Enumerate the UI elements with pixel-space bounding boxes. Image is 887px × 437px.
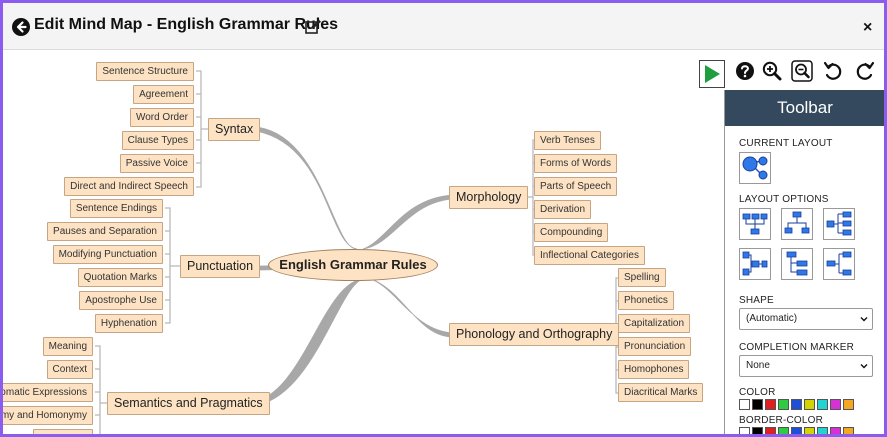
leaf-node[interactable]: Direct and Indirect Speech — [64, 177, 194, 196]
leaf-node[interactable]: Compounding — [534, 223, 609, 242]
current-layout-button[interactable] — [739, 152, 771, 184]
color-swatch[interactable] — [752, 399, 763, 410]
layout-right-icon — [826, 211, 852, 236]
leaf-node[interactable]: Forms of Words — [534, 154, 617, 173]
leaf-node[interactable]: Quotation Marks — [77, 268, 163, 287]
layout-options-label: LAYOUT OPTIONS — [739, 194, 829, 205]
border-color-swatches — [739, 427, 856, 434]
leaf-node[interactable]: Passive Voice — [119, 154, 194, 173]
leaf-node[interactable] — [33, 429, 93, 434]
mindmap-layout-icon — [742, 156, 768, 180]
shape-select[interactable]: (Automatic) — [739, 308, 873, 330]
branch-node-morphology[interactable]: Morphology — [449, 186, 529, 209]
window-header: Edit Mind Map - English Grammar Rules × — [3, 3, 884, 50]
color-swatch[interactable] — [765, 427, 776, 434]
toolbar-title: Toolbar — [725, 90, 884, 126]
layout-option-right[interactable] — [823, 208, 855, 240]
layout-option-top-down[interactable] — [739, 208, 771, 240]
leaf-node[interactable]: Idiomatic Expressions — [3, 383, 93, 402]
color-swatch[interactable] — [830, 427, 841, 434]
chevron-down-icon — [860, 364, 868, 369]
shape-label: SHAPE — [739, 295, 774, 306]
leaf-node[interactable]: Sentence Endings — [69, 199, 163, 218]
color-swatch[interactable] — [804, 427, 815, 434]
undo-icon[interactable] — [822, 60, 844, 82]
current-layout-label: CURRENT LAYOUT — [739, 138, 833, 149]
chevron-down-icon — [860, 317, 868, 322]
color-swatches — [739, 399, 856, 410]
page-title: Edit Mind Map - English Grammar Rules — [34, 16, 339, 33]
leaf-node[interactable]: Agreement — [133, 85, 194, 104]
completion-marker-select[interactable]: None — [739, 355, 873, 377]
color-swatch[interactable] — [791, 399, 802, 410]
leaf-node[interactable]: Capitalization — [618, 314, 691, 333]
layout-bracket-icon — [826, 251, 852, 276]
color-label: COLOR — [739, 387, 776, 398]
color-swatch[interactable] — [830, 399, 841, 410]
mindmap-editor-window: Edit Mind Map - English Grammar Rules × — [3, 3, 884, 434]
color-swatch[interactable] — [791, 427, 802, 434]
zoom-in-icon[interactable] — [761, 60, 783, 82]
leaf-node[interactable]: Parts of Speech — [534, 177, 618, 196]
root-node[interactable]: English Grammar Rules — [268, 249, 438, 281]
leaf-node[interactable]: Diacritical Marks — [618, 383, 704, 402]
color-swatch[interactable] — [778, 427, 789, 434]
branch-node-syntax[interactable]: Syntax — [208, 118, 261, 141]
color-swatch[interactable] — [817, 399, 828, 410]
mindmap-canvas[interactable]: English Grammar Rules Syntax Sentence St… — [3, 50, 884, 434]
color-swatch[interactable] — [843, 427, 854, 434]
branch-node-phonology[interactable]: Phonology and Orthography — [449, 323, 620, 346]
layout-option-org-chart[interactable] — [781, 208, 813, 240]
color-swatch[interactable] — [739, 427, 750, 434]
leaf-node[interactable]: Spelling — [618, 268, 666, 287]
leaf-node[interactable]: Clause Types — [121, 131, 194, 150]
leaf-node[interactable]: Hyphenation — [94, 314, 163, 333]
leaf-node[interactable]: Verb Tenses — [534, 131, 601, 150]
leaf-node[interactable]: Apostrophe Use — [79, 291, 163, 310]
branch-node-semantics[interactable]: Semantics and Pragmatics — [107, 392, 270, 415]
redo-icon[interactable] — [854, 60, 876, 82]
color-swatch[interactable] — [765, 399, 776, 410]
edit-icon[interactable] — [305, 19, 322, 35]
layout-list-icon — [786, 251, 808, 276]
layout-option-bracket[interactable] — [823, 248, 855, 280]
border-color-label: BORDER-COLOR — [739, 415, 824, 426]
color-swatch[interactable] — [843, 399, 854, 410]
color-swatch[interactable] — [752, 427, 763, 434]
leaf-node[interactable]: Homophones — [618, 360, 690, 379]
layout-tree-icon — [742, 213, 768, 235]
leaf-node[interactable]: Derivation — [534, 200, 592, 219]
shape-select-value: (Automatic) — [746, 313, 798, 324]
leaf-node[interactable]: Context — [46, 360, 93, 379]
help-icon[interactable] — [734, 60, 756, 82]
close-icon[interactable]: × — [863, 19, 873, 36]
layout-org-icon — [784, 211, 810, 234]
completion-marker-value: None — [746, 360, 770, 371]
leaf-node[interactable]: Word Order — [129, 108, 194, 127]
color-swatch[interactable] — [778, 399, 789, 410]
leaf-node[interactable]: Synonymy and Homonymy — [3, 406, 93, 425]
leaf-node[interactable]: Meaning — [42, 337, 93, 356]
toolbar-panel: Toolbar CURRENT LAYOUT LAYOUT OPTIONS — [724, 90, 884, 434]
leaf-node[interactable]: Inflectional Categories — [534, 246, 645, 265]
color-swatch[interactable] — [817, 427, 828, 434]
leaf-node[interactable]: Sentence Structure — [96, 62, 194, 81]
leaf-node[interactable]: Modifying Punctuation — [52, 245, 163, 264]
color-swatch[interactable] — [739, 399, 750, 410]
layout-option-left-right[interactable] — [739, 248, 771, 280]
play-icon — [705, 65, 720, 83]
layout-option-list[interactable] — [781, 248, 813, 280]
layout-lr-icon — [742, 251, 768, 276]
completion-marker-label: COMPLETION MARKER — [739, 342, 855, 353]
leaf-node[interactable]: Phonetics — [618, 291, 674, 310]
color-swatch[interactable] — [804, 399, 815, 410]
zoom-out-icon[interactable] — [791, 60, 813, 82]
branch-node-punctuation[interactable]: Punctuation — [180, 255, 261, 278]
leaf-node[interactable]: Pronunciation — [618, 337, 692, 356]
leaf-node[interactable]: Pauses and Separation — [47, 222, 163, 241]
back-arrow-icon[interactable] — [12, 18, 30, 36]
play-button[interactable] — [699, 60, 725, 88]
